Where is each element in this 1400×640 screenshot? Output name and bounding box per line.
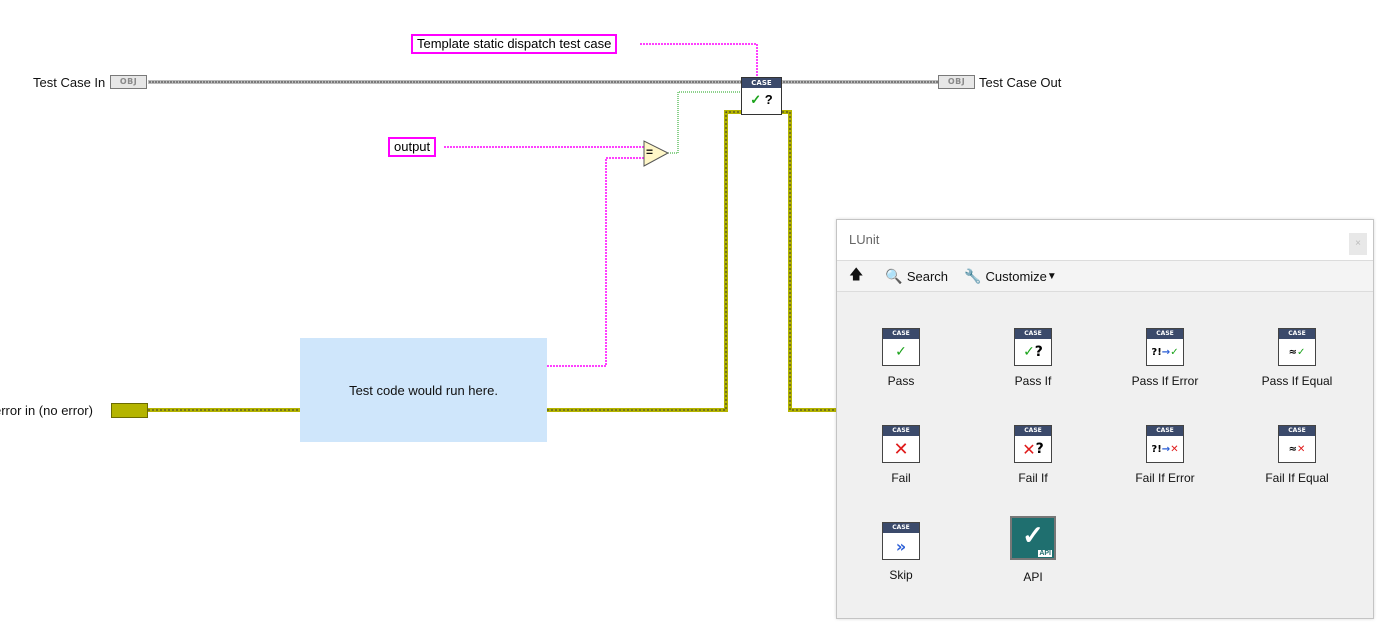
error-in-label: error in (no error) — [0, 403, 93, 418]
case-node-header: CASE — [742, 78, 781, 88]
palette-item-pass-if[interactable]: CASE ✓? Pass If — [1014, 328, 1052, 388]
test-case-in-terminal[interactable]: OBJ — [110, 75, 147, 89]
palette-item-fail[interactable]: CASE ✕ Fail — [837, 425, 965, 485]
palette-item-pass-if-error[interactable]: CASE ?!→✓ Pass If Error — [1131, 328, 1199, 388]
pass-icon: CASE ✓ — [882, 328, 920, 366]
fail-if-equal-icon: CASE ≈✕ — [1278, 425, 1316, 463]
lunit-palette[interactable]: LUnit × 🡅 🔍 Search 🔧 Customize ▼ CASE ✓ … — [836, 219, 1374, 619]
palette-item-fail-if-equal[interactable]: CASE ≈✕ Fail If Equal — [1265, 425, 1329, 485]
palette-toolbar: 🡅 🔍 Search 🔧 Customize ▼ — [837, 260, 1373, 292]
skip-icon: CASE » — [882, 522, 920, 560]
palette-item-skip[interactable]: CASE » Skip — [837, 522, 965, 582]
output-string-constant[interactable]: output — [388, 137, 437, 157]
close-icon[interactable]: × — [1349, 233, 1367, 255]
pass-if-icon: CASE ✓? — [1014, 328, 1052, 366]
dropdown-arrow-icon: ▼ — [1046, 270, 1057, 282]
fail-icon: CASE ✕ — [882, 425, 920, 463]
test-case-in-label: Test Case In — [33, 75, 106, 90]
test-case-out-terminal[interactable]: OBJ — [938, 75, 975, 89]
up-button[interactable]: 🡅 — [849, 264, 867, 288]
arrow-up-icon: 🡅 — [849, 266, 864, 282]
pass-if-node[interactable]: CASE ✓ ? — [741, 77, 782, 115]
api-folder-icon: ✓ API — [1010, 516, 1056, 560]
test-case-out-label: Test Case Out — [979, 75, 1062, 90]
fail-if-icon: CASE ✕? — [1014, 425, 1052, 463]
equal-compare-node[interactable] — [643, 140, 670, 167]
template-string-constant[interactable]: Template static dispatch test case — [411, 34, 618, 54]
case-node-body: ✓ ? — [750, 92, 773, 107]
test-code-text: Test code would run here. — [349, 382, 498, 398]
compare-symbol: = — [646, 145, 654, 159]
string-wire-code[interactable] — [547, 157, 644, 367]
test-code-placeholder[interactable]: Test code would run here. — [300, 338, 547, 442]
palette-titlebar[interactable]: LUnit × — [837, 220, 1373, 260]
check-icon: ✓ — [750, 92, 762, 107]
search-icon: 🔍 — [885, 267, 903, 284]
fail-if-error-icon: CASE ?!→✕ — [1146, 425, 1184, 463]
palette-item-pass-if-equal[interactable]: CASE ≈✓ Pass If Equal — [1261, 328, 1333, 388]
customize-button[interactable]: 🔧 Customize ▼ — [964, 267, 1057, 284]
pass-if-error-icon: CASE ?!→✓ — [1146, 328, 1184, 366]
palette-item-fail-if-error[interactable]: CASE ?!→✕ Fail If Error — [1135, 425, 1195, 485]
search-button[interactable]: 🔍 Search — [885, 267, 949, 284]
wrench-icon: 🔧 — [964, 267, 982, 284]
palette-title: LUnit — [849, 232, 880, 247]
palette-item-pass[interactable]: CASE ✓ Pass — [837, 328, 965, 388]
pass-if-equal-icon: CASE ≈✓ — [1278, 328, 1316, 366]
string-wire-template[interactable] — [640, 43, 758, 77]
palette-item-api[interactable]: ✓ API API — [969, 516, 1097, 584]
boolean-wire[interactable] — [668, 91, 741, 154]
palette-item-fail-if[interactable]: CASE ✕? Fail If — [969, 425, 1097, 485]
error-in-terminal[interactable] — [111, 403, 148, 418]
